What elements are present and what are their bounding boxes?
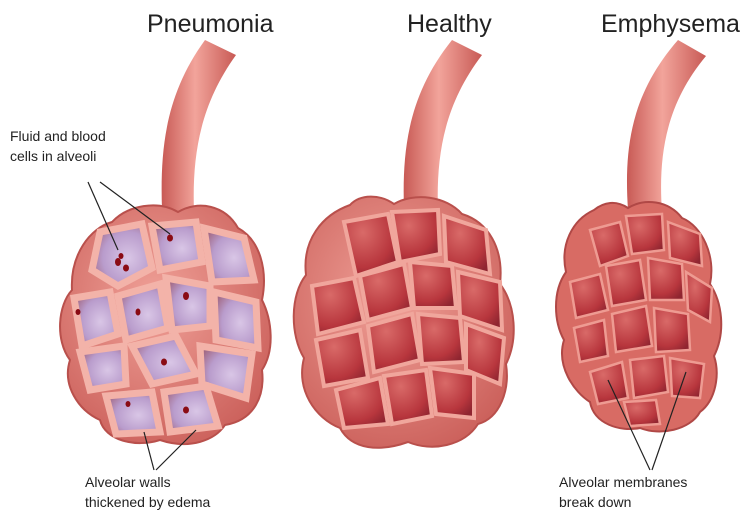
emphysema-illustration xyxy=(556,40,721,431)
healthy-airway xyxy=(404,40,482,212)
healthy-illustration xyxy=(294,40,514,448)
label-membranes-line-2: break down xyxy=(559,492,687,512)
label-fluid-line-2: cells in alveoli xyxy=(10,146,106,166)
emphysema-airway xyxy=(627,40,706,212)
label-alveolar-walls-thickened: Alveolar walls thickened by edema xyxy=(85,472,210,512)
label-walls-line-2: thickened by edema xyxy=(85,492,210,512)
label-alveolar-membranes-break-down: Alveolar membranes break down xyxy=(559,472,687,512)
label-fluid-line-1: Fluid and blood xyxy=(10,126,106,146)
label-walls-line-1: Alveolar walls xyxy=(85,472,210,492)
pneumonia-airway xyxy=(162,40,236,212)
pneumonia-illustration xyxy=(60,40,271,444)
label-membranes-line-1: Alveolar membranes xyxy=(559,472,687,492)
label-fluid-and-blood-cells: Fluid and blood cells in alveoli xyxy=(10,126,106,166)
title-emphysema: Emphysema xyxy=(601,10,740,39)
title-healthy: Healthy xyxy=(407,10,492,39)
title-pneumonia: Pneumonia xyxy=(147,10,273,39)
